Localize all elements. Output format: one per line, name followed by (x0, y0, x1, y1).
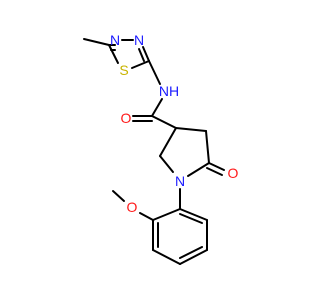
bond-c5-n4-double (138, 48, 145, 62)
bond-methyl (83, 38, 110, 46)
bond-c5-n1 (187, 162, 210, 177)
atom-labels: S N N NH O N O O (110, 32, 239, 215)
bond-ph-4-double (179, 246, 203, 259)
bond-ketone-double (206, 167, 223, 176)
atom-methoxy-oxygen: O (127, 199, 138, 215)
atom-nitrogen-thiadiazole-top: N (110, 32, 120, 48)
bond-c2-c3 (159, 127, 177, 157)
bond-ph-6-double (179, 213, 203, 224)
bond-ph-4 (179, 249, 208, 265)
bonds (83, 38, 225, 265)
bond-c3-c4 (175, 127, 207, 132)
bond-carbonyl-c3 (151, 115, 177, 129)
atom-ketone-oxygen: O (228, 165, 239, 181)
bond-c4-c5 (205, 130, 210, 164)
atom-ring-nitrogen: N (175, 173, 185, 189)
bond-n1-c2 (159, 155, 174, 173)
bond-ph-o (139, 212, 154, 221)
bond-nh-carbonyl (151, 98, 163, 117)
bond-ph-1 (152, 208, 181, 221)
atom-amide-nh: NH (159, 83, 179, 99)
bond-ph-3 (152, 249, 181, 265)
bond-c5-n4 (142, 46, 150, 62)
bond-ph-6 (179, 208, 208, 221)
bond-ketone (208, 162, 225, 171)
bond-o-me (112, 190, 125, 202)
bond-c5-nh (148, 60, 161, 85)
bond-c2-s (108, 44, 119, 64)
molecule-diagram: S N N NH O N O O (83, 32, 239, 265)
atom-sulfur: S (119, 62, 128, 78)
atom-nitrogen-thiadiazole-right: N (134, 32, 144, 48)
structure-canvas: S N N NH O N O O (83, 32, 239, 265)
bond-s-c5 (131, 60, 150, 69)
atom-amide-oxygen: O (121, 110, 132, 126)
